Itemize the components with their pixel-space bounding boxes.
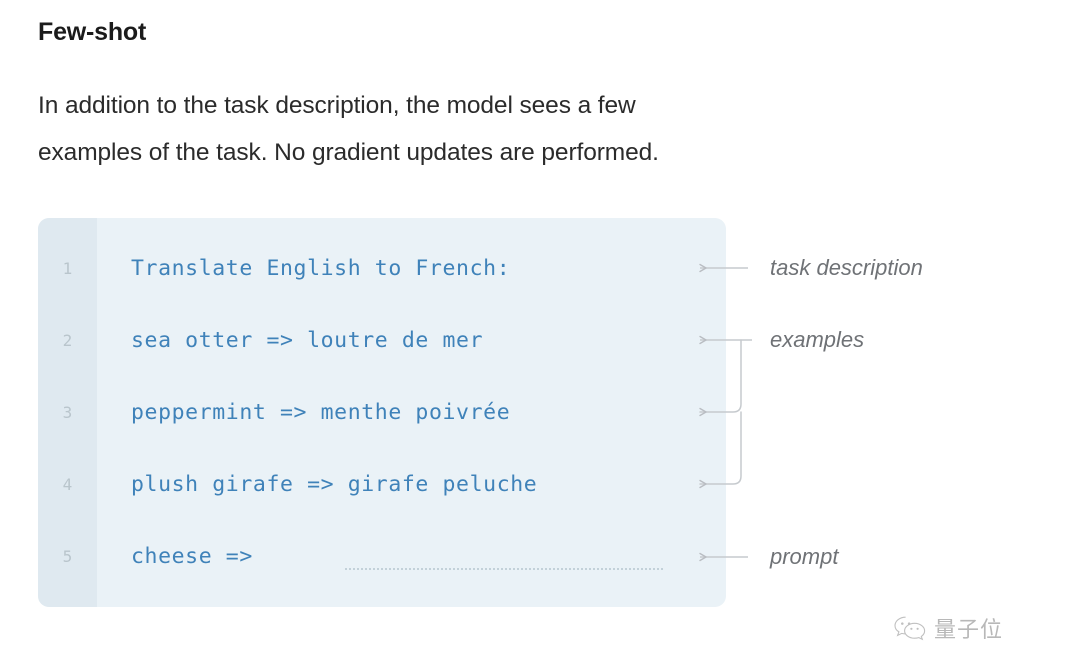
prompt-blank-rule (345, 568, 663, 570)
code-line: 1 Translate English to French: (38, 232, 726, 304)
line-content: peppermint => menthe poivrée (131, 399, 511, 425)
wechat-icon (894, 616, 926, 641)
line-content: sea otter => loutre de mer (131, 327, 484, 353)
line-content: Translate English to French: (131, 255, 511, 281)
line-number: 4 (62, 474, 73, 494)
line-number: 3 (62, 402, 73, 422)
page-title: Few-shot (38, 18, 147, 46)
code-line: 3 peppermint => menthe poivrée (38, 376, 726, 448)
annotation-label-task-description: task description (770, 255, 923, 280)
line-number: 2 (62, 330, 73, 350)
line-content: plush girafe => girafe peluche (131, 471, 538, 497)
annotation-label-prompt: prompt (770, 544, 839, 569)
code-line: 5 cheese => (38, 520, 726, 592)
code-lines: 1 Translate English to French: 2 sea ott… (38, 218, 726, 607)
line-number: 1 (62, 258, 73, 278)
line-content: cheese => (131, 543, 253, 569)
watermark: 量子位 (893, 612, 1003, 644)
code-line: 2 sea otter => loutre de mer (38, 304, 726, 376)
line-number: 5 (62, 546, 73, 566)
annotation-label-examples: examples (770, 327, 865, 352)
description-paragraph: In addition to the task description, the… (38, 92, 659, 166)
code-gutter (38, 218, 97, 607)
code-line: 4 plush girafe => girafe peluche (38, 448, 726, 520)
code-block: 1 Translate English to French: 2 sea ott… (38, 218, 726, 607)
watermark-text: 量子位 (934, 618, 1004, 643)
